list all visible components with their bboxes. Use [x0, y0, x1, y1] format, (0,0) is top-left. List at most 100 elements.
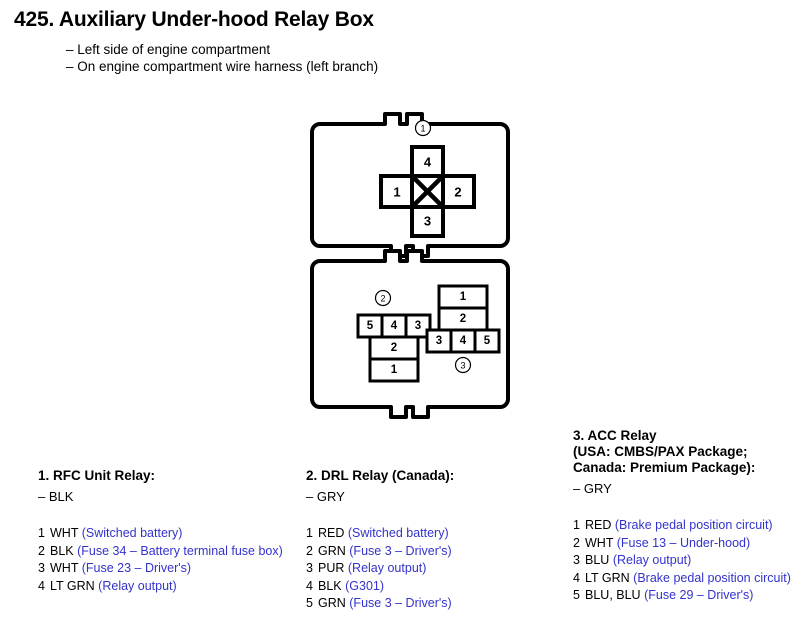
connector-2-terminals: 5 4 3 2 1 — [356, 313, 432, 383]
pin-wire-color: WHT — [50, 526, 79, 540]
pin-wire-color: WHT — [585, 535, 614, 550]
pin-row: 3 WHT (Fuse 23 – Driver's) — [38, 560, 296, 578]
connector-2-cell-2: 2 — [391, 342, 397, 354]
pin-row: 5 BLU, BLU (Fuse 29 – Driver's) — [573, 587, 803, 605]
connector-1-cell-left: 1 — [393, 185, 400, 200]
pin-wire-color: BLK — [318, 578, 342, 593]
connector-1-cell-top: 4 — [424, 155, 432, 170]
pin-description: (Relay output) — [98, 578, 177, 593]
connector-3-cell-3: 3 — [436, 335, 442, 347]
connector-3-cell-2: 2 — [460, 313, 466, 325]
connector-2-cell-5: 5 — [367, 320, 374, 332]
pin-wire-color: WHT — [50, 561, 79, 575]
legend-heading: 1. RFC Unit Relay: — [38, 468, 296, 484]
legend-connector-color: – BLK — [38, 489, 74, 504]
connector-1-cell-center-x-icon — [410, 174, 445, 209]
connector-2-cell-3: 3 — [415, 320, 421, 332]
pin-row: 3 PUR (Relay output) — [306, 560, 564, 578]
pin-wire-color: GRN — [318, 543, 346, 558]
pin-wire-color: GRN — [318, 596, 346, 610]
pin-row: 1 WHT (Switched battery) — [38, 525, 296, 543]
pin-row: 2 BLK (Fuse 34 – Battery terminal fuse bo… — [38, 543, 296, 561]
subtitle-line: – On engine compartment wire harness (le… — [66, 59, 379, 74]
connector-1-terminals: 4 1 2 3 — [379, 145, 476, 238]
connector-3-terminals: 1 2 3 4 5 — [425, 284, 501, 354]
pin-description: (Fuse 3 – Driver's) — [349, 596, 452, 610]
connector-1-cell-right: 2 — [454, 185, 461, 200]
connector-3-cell-1: 1 — [460, 291, 467, 303]
pin-number: 3 — [306, 561, 313, 575]
connector-3-cell-4: 4 — [460, 335, 467, 347]
pin-number: 2 — [306, 543, 313, 558]
pin-wire-color: LT GRN — [585, 570, 630, 585]
pin-row: 2 GRN (Fuse 3 – Driver's) — [306, 543, 564, 561]
subtitle-line: – Left side of engine compartment — [66, 42, 271, 57]
pin-number: 2 — [573, 535, 580, 550]
pin-row: 4 BLK (G301) — [306, 578, 564, 596]
pin-row: 1 RED (Switched battery) — [306, 525, 564, 543]
pin-number: 3 — [38, 561, 45, 575]
legend-heading: 2. DRL Relay (Canada): — [306, 468, 564, 484]
pin-wire-color: PUR — [318, 561, 345, 575]
pin-wire-color: RED — [318, 526, 345, 540]
legend-heading-line: 1. RFC Unit Relay: — [38, 468, 156, 483]
legend-heading-line: 3. ACC Relay — [573, 428, 657, 443]
connector-1-cell-bottom: 3 — [424, 214, 431, 229]
connector-3-cell-5: 5 — [484, 335, 491, 347]
pin-description: (Switched battery) — [347, 526, 449, 540]
legend-heading: 3. ACC Relay (USA: CMBS/PAX Package; Can… — [573, 428, 803, 476]
pin-wire-color: LT GRN — [50, 578, 95, 593]
legend-heading-line: (USA: CMBS/PAX Package; — [573, 444, 748, 459]
legend-column-acc-relay: 3. ACC Relay (USA: CMBS/PAX Package; Can… — [573, 428, 803, 605]
pin-number: 1 — [573, 518, 580, 532]
pin-description: (Fuse 23 – Driver's) — [81, 561, 192, 575]
callout-3: 3 — [454, 356, 472, 374]
connector-2-cell-4: 4 — [391, 320, 398, 332]
pin-list: 1 RED (Brake pedal position circuit) 2 WHT… — [573, 517, 803, 605]
pin-row: 5 GRN (Fuse 3 – Driver's) — [306, 595, 564, 613]
pin-number: 3 — [573, 553, 580, 567]
legend-heading-line: 2. DRL Relay (Canada): — [306, 468, 455, 483]
pin-number: 4 — [573, 570, 580, 585]
pin-number: 4 — [38, 578, 45, 593]
pin-row: 2 WHT (Fuse 13 – Under-hood) — [573, 535, 803, 553]
pin-wire-color: BLK — [50, 543, 74, 558]
pin-row: 4 LT GRN (Brake pedal position circuit) — [573, 570, 803, 588]
pin-description: (Brake pedal position circuit) — [614, 518, 773, 532]
pin-number: 2 — [38, 543, 45, 558]
callout-2: 2 — [374, 289, 392, 307]
callout-1: 1 — [414, 119, 432, 137]
legend-heading-line: Canada: Premium Package): — [573, 460, 756, 475]
pin-number: 1 — [306, 526, 313, 540]
pin-description: (Switched battery) — [81, 526, 183, 540]
callout-1-label: 1 — [420, 124, 425, 134]
pin-description: (G301) — [345, 578, 385, 593]
pin-description: (Relay output) — [347, 561, 427, 575]
pin-number: 5 — [573, 588, 580, 602]
pin-description: (Fuse 13 – Under-hood) — [616, 535, 751, 550]
legend-connector-color: – GRY — [306, 489, 345, 504]
pin-row: 1 RED (Brake pedal position circuit) — [573, 517, 803, 535]
pin-wire-color: BLU — [585, 553, 610, 567]
pin-number: 1 — [38, 526, 45, 540]
pin-description: (Fuse 29 – Driver's) — [644, 588, 754, 602]
legend-column-drl-relay: 2. DRL Relay (Canada): – GRY 1 RED (Switc… — [306, 468, 564, 613]
pin-wire-color: RED — [585, 518, 612, 532]
legend-connector-color: – GRY — [573, 481, 612, 496]
pin-description: (Brake pedal position circuit) — [633, 570, 791, 585]
callout-3-label: 3 — [460, 361, 465, 371]
connector-2-cell-1: 1 — [391, 364, 398, 376]
pin-number: 5 — [306, 596, 313, 610]
callout-2-label: 2 — [380, 294, 385, 304]
pin-description: (Fuse 34 – Battery terminal fuse box) — [77, 543, 283, 558]
relay-box-diagram: 1 4 1 2 3 — [296, 100, 536, 425]
pin-wire-color: BLU, BLU — [585, 588, 641, 602]
subtitle-list: – Left side of engine compartment – On e… — [66, 41, 378, 75]
page-title: 425. Auxiliary Under-hood Relay Box — [14, 8, 374, 31]
pin-number: 4 — [306, 578, 313, 593]
pin-description: (Fuse 3 – Driver's) — [349, 543, 452, 558]
